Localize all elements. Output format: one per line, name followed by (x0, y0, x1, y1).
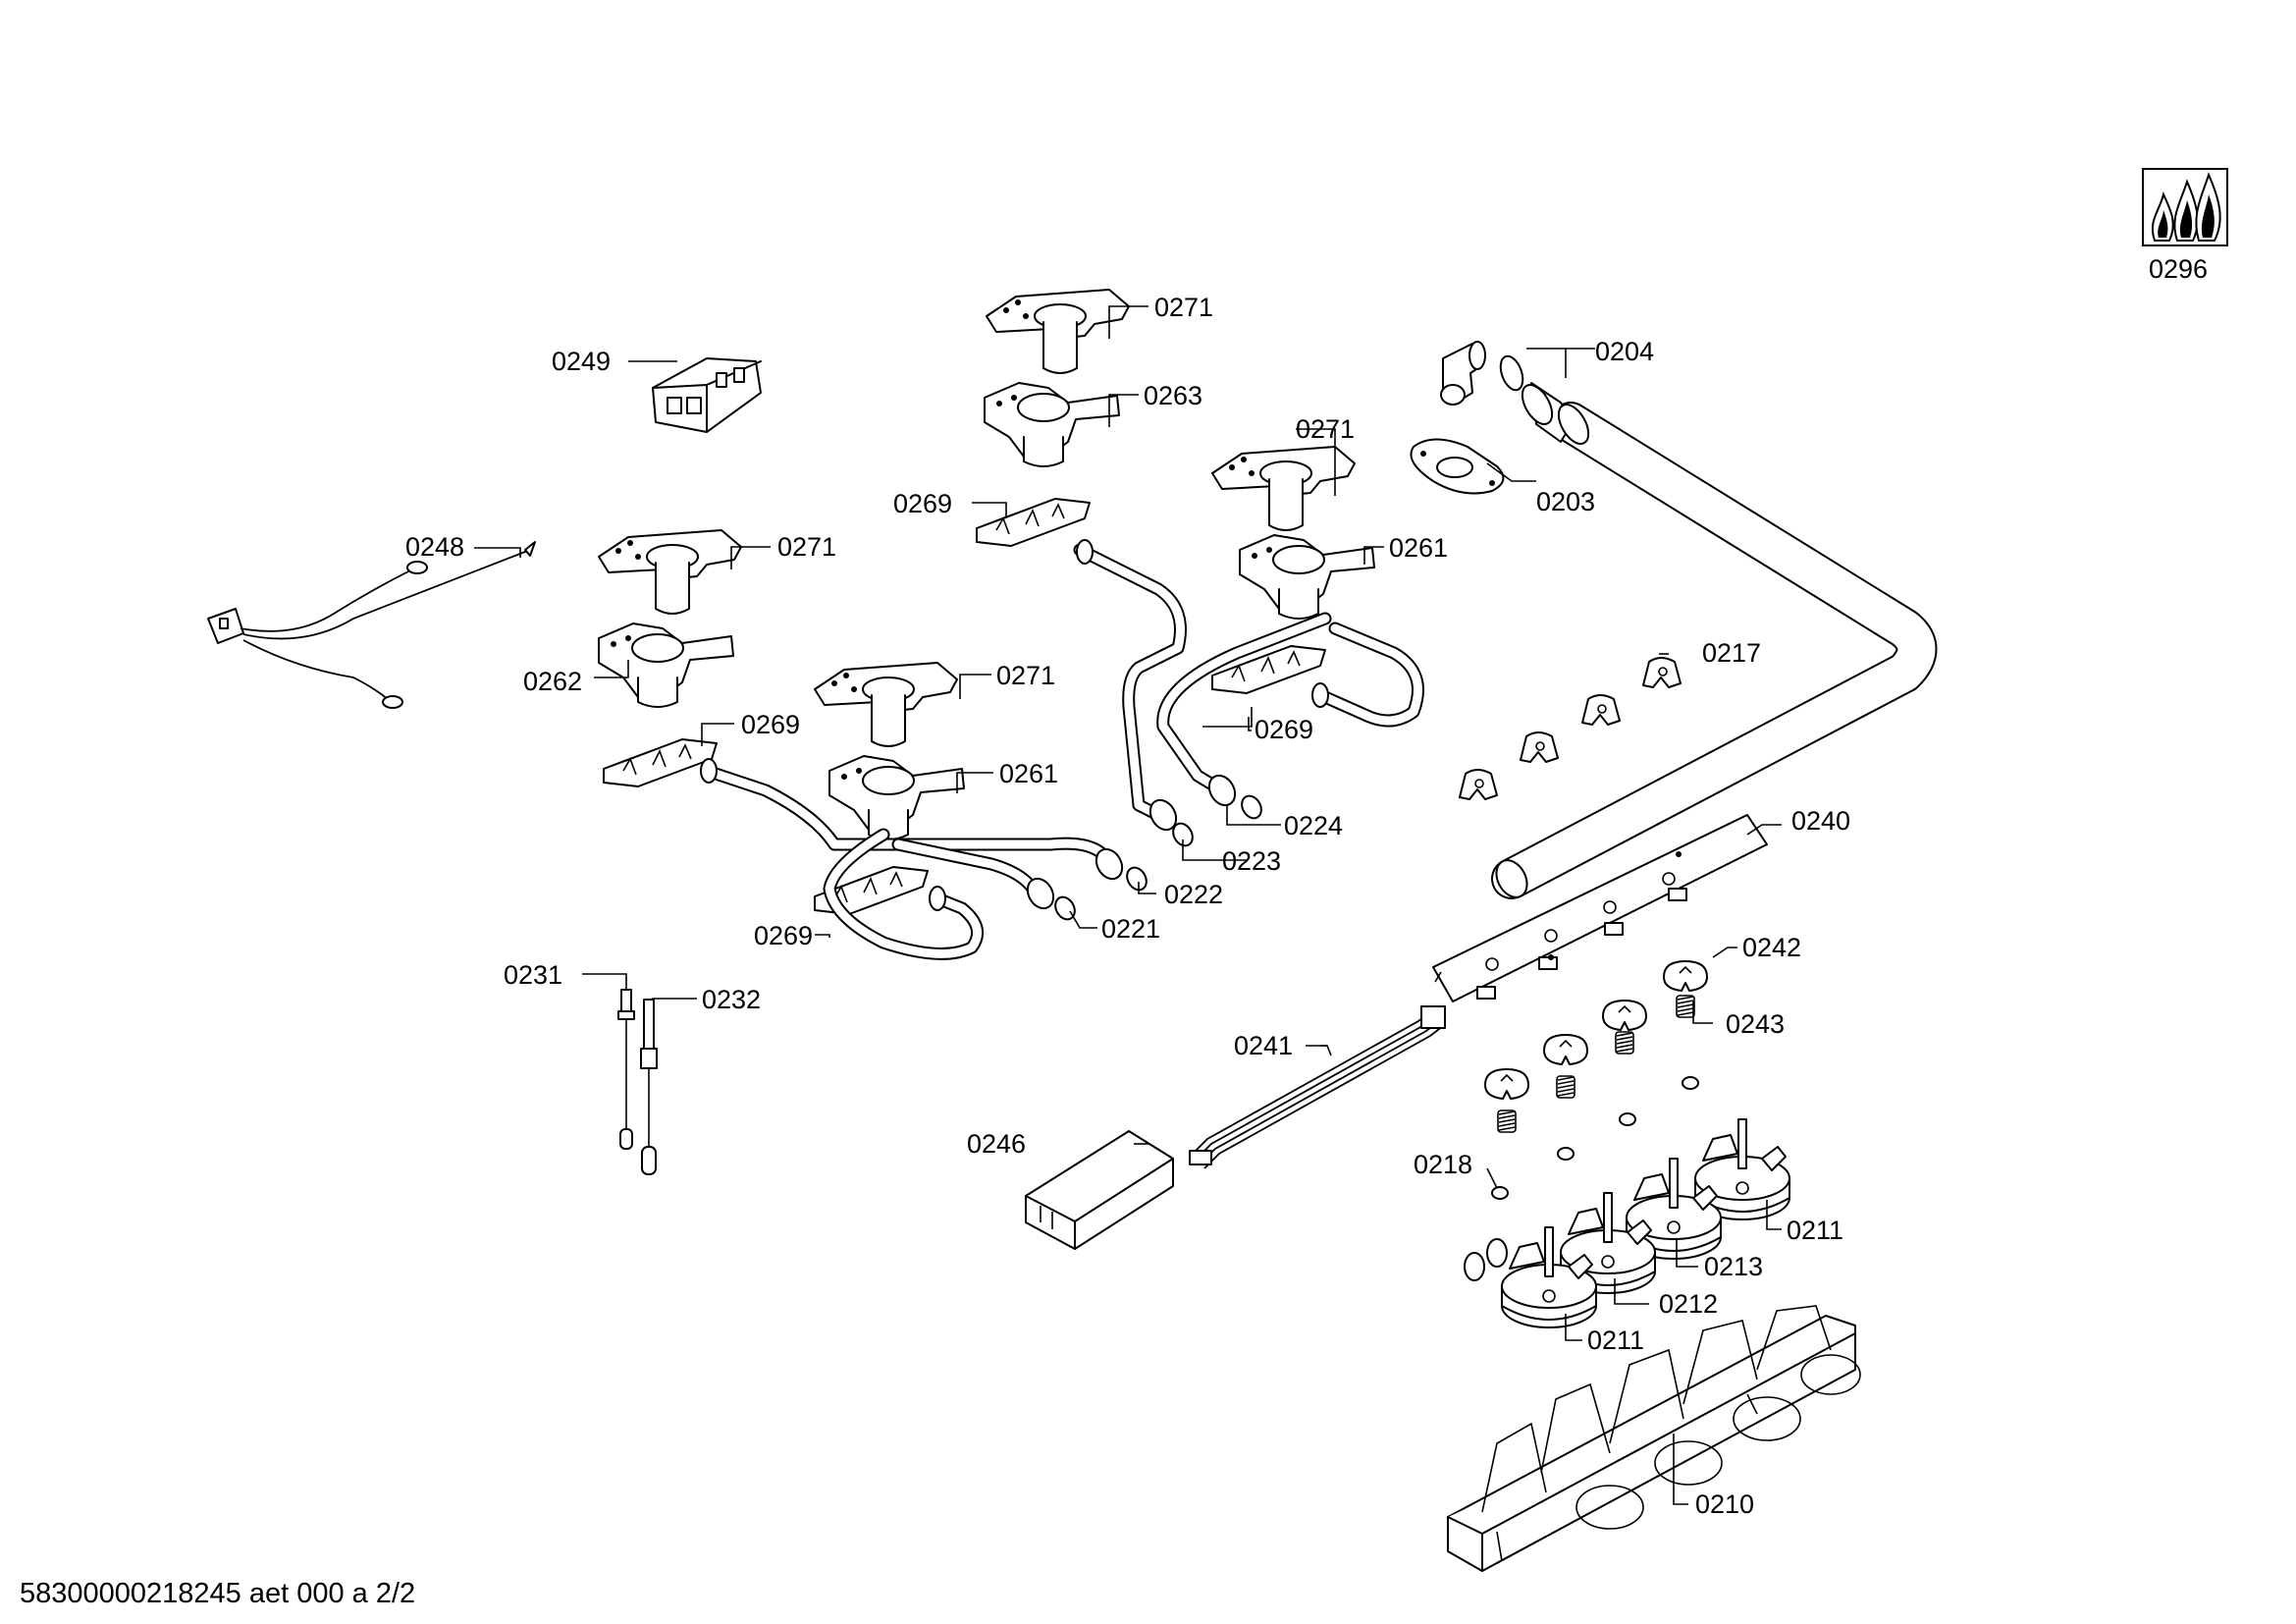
label-0241: 0241 (1234, 1031, 1293, 1060)
ignition-connector (652, 357, 762, 433)
label-0271: 0271 (996, 661, 1055, 690)
label-0269: 0269 (754, 921, 813, 950)
switch-cam (1602, 1000, 1647, 1031)
burner-valve (984, 382, 1120, 467)
small-caps (1491, 1076, 1699, 1200)
burner-bracket (814, 662, 958, 747)
burner-valve (1239, 534, 1375, 620)
pipe-nuts (700, 539, 1329, 921)
cam-spring (1556, 1075, 1575, 1099)
gas-flame-symbol (2142, 168, 2228, 246)
label-0296: 0296 (2149, 254, 2208, 284)
label-0210: 0210 (1695, 1489, 1754, 1519)
label-0271: 0271 (1154, 293, 1213, 322)
gas-inlet-elbow (1440, 341, 1590, 445)
label-0213: 0213 (1704, 1252, 1763, 1281)
document-footer: 58300000218245 aet 000 a 2/2 (20, 1578, 415, 1609)
cam-spring (1676, 995, 1695, 1018)
burner-bracket (598, 529, 742, 615)
label-0243: 0243 (1726, 1009, 1785, 1039)
label-0261: 0261 (1389, 533, 1448, 563)
ignition-wire-harness (207, 541, 536, 709)
label-0212: 0212 (1659, 1289, 1718, 1319)
label-0203: 0203 (1536, 487, 1595, 516)
label-0231: 0231 (504, 960, 562, 990)
thermocouple (617, 989, 635, 1150)
label-0269: 0269 (893, 489, 952, 518)
label-0211: 0211 (1787, 1216, 1843, 1245)
tap-manifold-end (1464, 1238, 1508, 1281)
control-knob-insert (1520, 731, 1559, 763)
label-0271: 0271 (1296, 414, 1355, 444)
label-0217: 0217 (1702, 638, 1761, 668)
ignition-cable (1189, 1005, 1446, 1169)
label-0269: 0269 (1255, 715, 1313, 744)
switch-cam (1543, 1034, 1588, 1065)
label-0224: 0224 (1284, 811, 1343, 840)
label-0222: 0222 (1164, 880, 1223, 909)
control-knob-insert (1642, 657, 1682, 688)
label-0261: 0261 (999, 759, 1058, 788)
cam-spring (1615, 1031, 1634, 1055)
label-0242: 0242 (1742, 933, 1801, 962)
switch-cam (1663, 960, 1708, 992)
control-knob-insert (1459, 769, 1498, 800)
ignition-electrode (640, 999, 658, 1175)
label-0204: 0204 (1595, 337, 1654, 366)
label-0249: 0249 (552, 347, 611, 376)
label-0248: 0248 (405, 532, 464, 562)
label-0218: 0218 (1414, 1150, 1472, 1179)
burner-bracket (1211, 446, 1356, 531)
burner-valve (828, 755, 965, 840)
label-0246: 0246 (967, 1129, 1026, 1159)
label-0269: 0269 (741, 710, 800, 739)
label-0221: 0221 (1101, 914, 1160, 944)
burner-bracket (986, 289, 1130, 374)
control-knob-insert (1581, 694, 1621, 726)
inlet-gasket (1410, 438, 1505, 495)
switch-cam (1484, 1068, 1529, 1100)
ignition-module-board (1432, 814, 1768, 1002)
label-0263: 0263 (1144, 381, 1202, 410)
gas-supply-tube (1491, 402, 1938, 899)
label-0271: 0271 (777, 532, 836, 562)
fixing-clip (976, 498, 1091, 547)
label-0211: 0211 (1587, 1326, 1644, 1355)
callout-labels: 0204 0203 0271 0263 0269 0271 0261 0249 … (405, 254, 2208, 1519)
label-0262: 0262 (523, 667, 582, 696)
label-0223: 0223 (1222, 846, 1281, 876)
tap-holder-frame (1447, 1305, 1861, 1572)
label-0240: 0240 (1791, 806, 1850, 836)
fixing-clip (603, 738, 718, 787)
label-0232: 0232 (702, 985, 761, 1014)
spark-generator-box (1025, 1130, 1174, 1250)
leader-lines (474, 305, 1782, 1505)
burner-valve (598, 623, 734, 708)
cam-spring (1497, 1110, 1517, 1133)
